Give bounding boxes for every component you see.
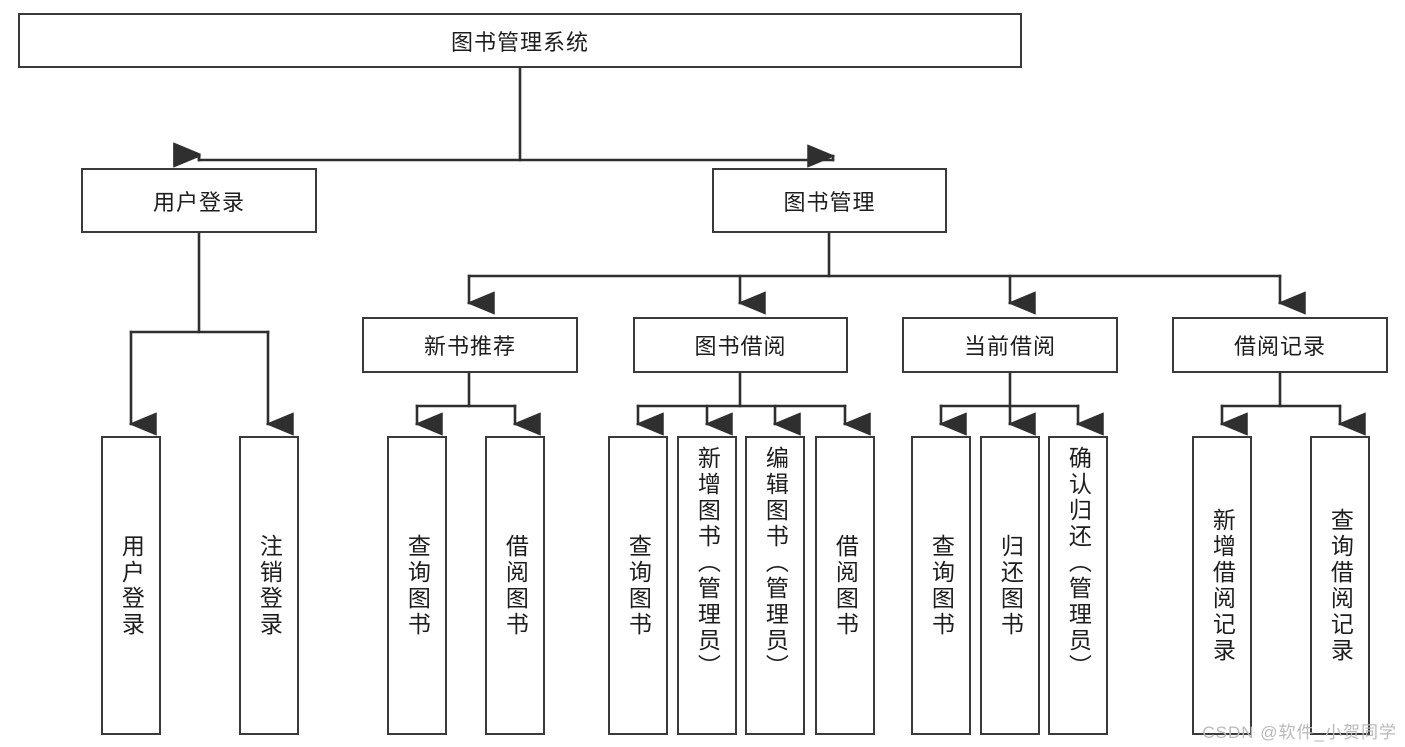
- leaf-borrow-book-1-label: 借阅图书: [502, 533, 529, 638]
- leaf-query-book-1-label: 查询图书: [404, 533, 431, 638]
- leaf-logout-label: 注销登录: [256, 533, 283, 638]
- leaf-add-book[interactable]: 新增图书（管理员）: [677, 436, 737, 735]
- leaf-query-book-2-label: 查询图书: [625, 533, 652, 638]
- leaf-return-book-label: 归还图书: [997, 533, 1024, 638]
- leaf-user-login[interactable]: 用户登录: [101, 436, 161, 735]
- leaf-query-book-3-label: 查询图书: [928, 533, 955, 638]
- node-user-login-label: 用户登录: [152, 189, 245, 215]
- leaf-borrow-book-2[interactable]: 借阅图书: [815, 436, 875, 735]
- leaf-query-record-label: 查询借阅记录: [1327, 507, 1354, 664]
- leaf-query-book-1[interactable]: 查询图书: [387, 436, 447, 735]
- leaf-add-book-label: 新增图书（管理员）: [694, 446, 721, 680]
- node-book-borrow[interactable]: 图书借阅: [633, 317, 848, 373]
- node-current-borrow[interactable]: 当前借阅: [902, 317, 1118, 373]
- leaf-query-book-3[interactable]: 查询图书: [911, 436, 971, 735]
- leaf-return-book[interactable]: 归还图书: [980, 436, 1040, 735]
- node-new-book-rec[interactable]: 新书推荐: [362, 317, 578, 373]
- node-borrow-record-label: 借阅记录: [1233, 334, 1326, 359]
- leaf-query-record[interactable]: 查询借阅记录: [1310, 436, 1370, 735]
- node-root[interactable]: 图书管理系统: [18, 13, 1022, 68]
- node-new-book-rec-label: 新书推荐: [423, 334, 516, 359]
- node-book-manage-label: 图书管理: [783, 189, 876, 215]
- leaf-edit-book[interactable]: 编辑图书（管理员）: [745, 436, 805, 735]
- leaf-add-record-label: 新增借阅记录: [1209, 507, 1236, 664]
- leaf-query-book-2[interactable]: 查询图书: [608, 436, 668, 735]
- watermark: CSDN @软件_小贺同学: [1202, 723, 1397, 742]
- leaf-confirm-return-label: 确认归还（管理员）: [1065, 446, 1092, 680]
- leaf-confirm-return[interactable]: 确认归还（管理员）: [1048, 436, 1108, 735]
- node-borrow-record[interactable]: 借阅记录: [1172, 317, 1388, 373]
- node-root-label: 图书管理系统: [450, 29, 589, 55]
- leaf-edit-book-label: 编辑图书（管理员）: [762, 446, 789, 680]
- node-current-borrow-label: 当前借阅: [963, 334, 1056, 359]
- leaf-add-record[interactable]: 新增借阅记录: [1192, 436, 1252, 735]
- node-book-borrow-label: 图书借阅: [694, 334, 787, 359]
- leaf-logout[interactable]: 注销登录: [239, 436, 299, 735]
- leaf-borrow-book-2-label: 借阅图书: [832, 533, 859, 638]
- leaf-borrow-book-1[interactable]: 借阅图书: [485, 436, 545, 735]
- node-user-login[interactable]: 用户登录: [81, 168, 317, 233]
- node-book-manage[interactable]: 图书管理: [712, 168, 947, 233]
- leaf-user-login-label: 用户登录: [118, 533, 145, 638]
